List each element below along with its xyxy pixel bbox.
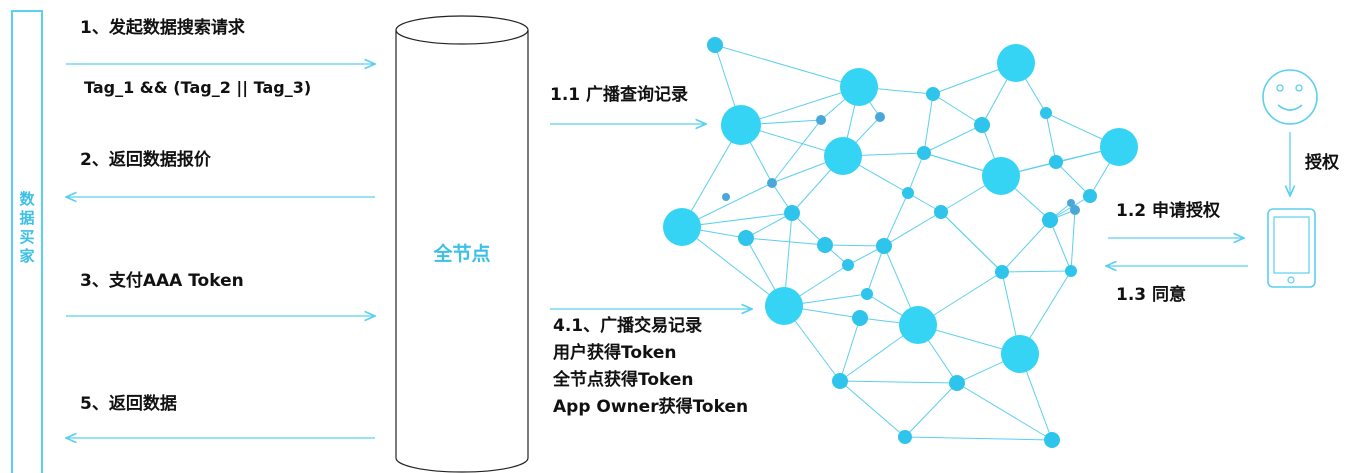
network-node xyxy=(1040,107,1052,119)
network-link xyxy=(745,237,826,246)
network-link xyxy=(1001,270,1072,273)
network-node xyxy=(767,178,777,188)
network-node xyxy=(784,205,800,221)
network-node xyxy=(974,117,990,133)
network-link xyxy=(956,382,1053,441)
network-node xyxy=(738,230,754,246)
network-link xyxy=(1001,219,1051,273)
network-node xyxy=(663,208,701,246)
step41-owner-token: App Owner获得Token xyxy=(553,397,749,417)
network-node xyxy=(721,105,761,145)
network-link xyxy=(883,211,942,247)
network-link xyxy=(932,93,983,126)
network-link xyxy=(883,192,909,247)
network-node xyxy=(898,430,912,444)
network-link xyxy=(1045,112,1057,163)
network-link xyxy=(824,244,885,247)
step1-label: 1、发起数据搜索请求 xyxy=(80,18,245,38)
network-node xyxy=(816,115,826,125)
network-link xyxy=(904,436,1053,441)
network-link xyxy=(940,211,1003,273)
network-node xyxy=(995,265,1009,279)
network-link xyxy=(839,317,861,382)
network-node xyxy=(1100,128,1138,166)
network-node xyxy=(842,259,854,271)
network-link xyxy=(1070,209,1076,272)
full-node-cylinder xyxy=(395,15,529,473)
network-node xyxy=(982,157,1020,195)
authorize-label: 授权 xyxy=(1305,153,1339,173)
network-link xyxy=(681,226,785,307)
network-link xyxy=(714,44,860,88)
network-node xyxy=(824,137,862,175)
network-link xyxy=(1055,161,1091,197)
network-node xyxy=(1042,212,1058,228)
step1-query-label: Tag_1 && (Tag_2 || Tag_3) xyxy=(84,78,312,97)
network-link xyxy=(923,93,934,154)
network-node xyxy=(861,288,873,300)
data-buyer-box xyxy=(11,10,43,473)
network-node xyxy=(917,146,931,160)
network-link xyxy=(866,245,885,295)
network-link xyxy=(907,152,925,194)
step12-label: 1.2 申请授权 xyxy=(1116,201,1221,221)
step41-label: 4.1、广播交易记录 xyxy=(553,316,703,336)
network-link xyxy=(740,86,860,126)
network-node xyxy=(852,310,868,326)
network-link xyxy=(904,382,958,438)
network-node xyxy=(875,112,885,122)
network-node xyxy=(832,373,848,389)
network-node xyxy=(876,238,892,254)
network-node xyxy=(1083,189,1097,203)
network-node xyxy=(1049,155,1063,169)
network-node xyxy=(1070,205,1080,215)
network-node xyxy=(817,237,833,253)
step41-node-token: 全节点获得Token xyxy=(553,370,694,390)
network-link xyxy=(745,212,793,239)
network-node xyxy=(934,205,948,219)
step2-label: 2、返回数据报价 xyxy=(80,150,211,170)
data-buyer-label: 数据买家 xyxy=(19,190,35,265)
blockchain-network xyxy=(663,37,1138,448)
network-node xyxy=(765,287,803,325)
network-link xyxy=(839,380,958,384)
network-node xyxy=(1067,199,1075,207)
network-link xyxy=(839,380,906,438)
network-link xyxy=(923,124,983,154)
network-node xyxy=(1044,432,1060,448)
step41-user-token: 用户获得Token xyxy=(553,343,677,363)
network-link xyxy=(771,119,822,184)
network-node xyxy=(899,306,937,344)
network-node xyxy=(926,87,940,101)
step3-label: 3、支付AAA Token xyxy=(80,271,244,291)
network-node xyxy=(902,187,914,199)
full-node-label: 全节点 xyxy=(433,243,491,265)
step13-label: 1.3 同意 xyxy=(1116,285,1187,305)
network-node xyxy=(997,44,1035,82)
network-node xyxy=(1001,335,1039,373)
network-node xyxy=(1065,265,1077,277)
network-node xyxy=(840,68,878,106)
network-node xyxy=(722,193,730,201)
network-node xyxy=(707,37,723,53)
user-smiley-icon xyxy=(1262,69,1318,125)
network-node xyxy=(949,375,965,391)
step5-label: 5、返回数据 xyxy=(80,394,177,414)
step11-label: 1.1 广播查询记录 xyxy=(550,85,689,105)
network-link xyxy=(1049,219,1072,272)
phone-icon xyxy=(1267,208,1316,288)
